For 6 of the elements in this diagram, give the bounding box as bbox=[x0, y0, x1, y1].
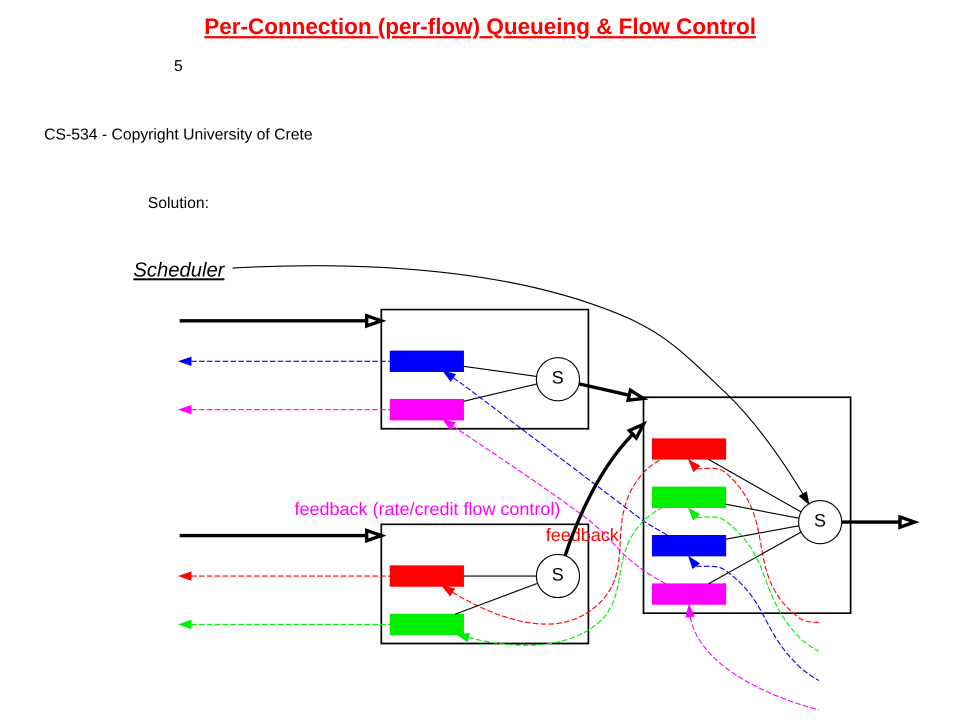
node-text: Scheduler bbox=[132, 259, 224, 282]
diagram-title: Per-Connection (per-flow) Queueing & Flow Control bbox=[204, 14, 756, 40]
edge-label: feedback (rate/credit flow control) bbox=[294, 499, 560, 520]
label: 5 bbox=[173, 58, 182, 75]
label: CS-534 - Copyright University of Crete bbox=[44, 126, 312, 144]
label: Solution: bbox=[147, 195, 208, 212]
